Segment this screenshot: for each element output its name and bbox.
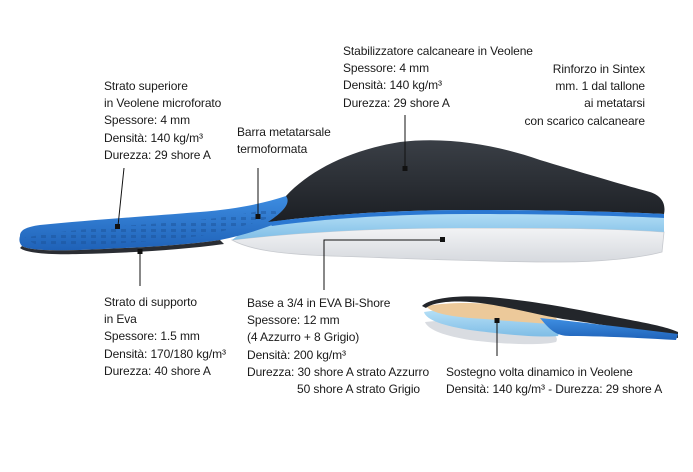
label-rinforzo: Rinforzo in Sintex mm. 1 dal tallone ai … xyxy=(524,61,645,130)
dot-barra xyxy=(255,214,261,219)
label-line: Densità: 170/180 kg/m³ xyxy=(104,346,226,361)
support-layer-edge xyxy=(20,240,224,255)
label-strato-superiore: Strato superiore in Veolene microforato … xyxy=(104,78,221,164)
label-line: Spessore: 1.5 mm xyxy=(104,329,200,344)
label-line: Durezza: 30 shore A strato Azzurro xyxy=(247,364,430,379)
label-strato-supporto: Strato di supporto in Eva Spessore: 1.5 … xyxy=(104,294,226,380)
label-line: Rinforzo in Sintex xyxy=(552,62,645,76)
label-barra-metatarsale: Barra metatarsale termoformata xyxy=(237,124,331,158)
label-line: Durezza: 29 shore A xyxy=(343,95,450,110)
label-line: Sostegno volta dinamico in Veolene xyxy=(446,365,633,379)
small-blue-forefoot xyxy=(540,318,678,340)
label-line: 50 shore A strato Grigio xyxy=(297,382,421,397)
label-line: Densità: 140 kg/m³ xyxy=(343,78,442,93)
label-line: con scarico calcaneare xyxy=(524,113,645,128)
dot-stabilizzatore xyxy=(402,166,408,171)
leader-strato-superiore xyxy=(117,167,125,227)
label-line: Strato superiore xyxy=(104,79,188,93)
label-line: (4 Azzurro + 8 Grigio) xyxy=(247,330,360,345)
eva-grey-base xyxy=(230,227,665,263)
label-line: Densità: 140 kg/m³ - Durezza: 29 shore A xyxy=(446,382,663,397)
label-stabilizzatore: Stabilizzatore calcaneare in Veolene Spe… xyxy=(343,43,533,112)
label-line: mm. 1 dal tallone xyxy=(555,79,645,94)
label-line: Base a 3/4 in EVA Bi-Shore xyxy=(247,296,391,310)
label-line: Stabilizzatore calcaneare in Veolene xyxy=(343,44,533,58)
dot-supporto xyxy=(137,249,143,254)
perforation-texture xyxy=(24,208,280,247)
label-line: Durezza: 29 shore A xyxy=(104,147,211,162)
dot-base xyxy=(440,237,445,242)
label-line: Spessore: 12 mm xyxy=(247,313,340,328)
small-insole xyxy=(422,296,678,345)
leader-base xyxy=(323,239,443,290)
label-line: Barra metatarsale xyxy=(237,125,331,139)
leader-lines xyxy=(115,115,500,356)
dot-sostegno xyxy=(494,318,500,323)
label-line: Strato di supporto xyxy=(104,295,197,309)
label-line: Densità: 200 kg/m³ xyxy=(247,347,346,362)
label-sostegno-volta: Sostegno volta dinamico in Veolene Densi… xyxy=(446,364,662,398)
blue-edge-under-shell xyxy=(268,210,664,226)
dot-strato-superiore xyxy=(115,224,120,229)
label-line: Spessore: 4 mm xyxy=(343,61,429,76)
label-line: ai metatarsi xyxy=(584,96,645,111)
label-line: Spessore: 4 mm xyxy=(104,113,190,128)
label-base-eva: Base a 3/4 in EVA Bi-Shore Spessore: 12 … xyxy=(247,295,429,398)
small-dark-top xyxy=(422,296,678,338)
label-line: termoformata xyxy=(237,142,308,157)
dark-top-stabilizer xyxy=(268,140,665,222)
label-line: in Eva xyxy=(104,312,137,327)
main-insole xyxy=(19,140,665,263)
label-line: Durezza: 40 shore A xyxy=(104,363,211,378)
label-line: Densità: 140 kg/m³ xyxy=(104,130,203,145)
label-line: in Veolene microforato xyxy=(104,96,222,111)
